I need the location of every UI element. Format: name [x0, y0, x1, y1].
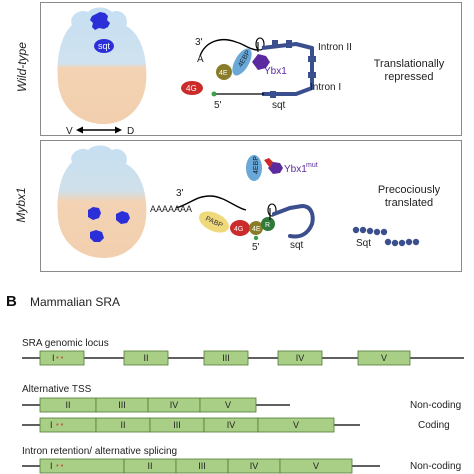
exon-label: I — [52, 353, 55, 363]
gene-row-coding: * * — [39, 417, 335, 433]
wt-a-label: A — [197, 54, 204, 65]
pabp-factor — [199, 211, 229, 233]
mutant-embryo — [57, 145, 147, 258]
wt-3prime-label: 3' — [195, 37, 203, 48]
retention-dots: * * — [56, 356, 64, 363]
mut-3prime-label: 3' — [176, 188, 184, 199]
axis-d-label: D — [127, 126, 134, 137]
exon-label: III — [173, 420, 181, 430]
mut-5prime-label: 5' — [252, 242, 260, 253]
wt-ybx1-label: Ybx1 — [264, 66, 287, 77]
mut-eif4g-factor — [230, 220, 250, 236]
rna-3prime-strand — [199, 38, 259, 57]
intron1-label: Intron I — [310, 82, 341, 93]
exon — [357, 350, 411, 366]
isoform-note: Non-coding — [410, 400, 461, 411]
wt-sqt-label: sqt — [272, 100, 286, 111]
exon — [123, 350, 169, 366]
svg-text:* *: * * — [56, 464, 64, 471]
svg-text:* *: * * — [56, 423, 64, 430]
mut-4ebp-label: 4EBP — [253, 156, 260, 174]
isoform-note: Non-coding — [410, 461, 461, 472]
mut-eif4e-factor — [249, 221, 263, 235]
exon-label: I — [50, 461, 53, 471]
isoform-note: Coding — [418, 420, 450, 431]
sqt-protein — [352, 226, 420, 247]
mut-sqt-label: sqt — [290, 240, 304, 251]
sqt-rna-cluster — [90, 12, 110, 30]
wildtype-rna-diagram — [181, 37, 316, 98]
mut-r-factor — [261, 217, 275, 231]
exon-label: III — [118, 400, 126, 410]
ybx1-mut-label: Ybx1 — [284, 164, 307, 175]
ybx1-mut-factor — [268, 162, 283, 174]
eif4g-factor — [181, 81, 203, 95]
wt-4g-label: 4G — [186, 84, 197, 93]
mut-4g-label: 4G — [234, 226, 243, 233]
exon — [277, 350, 323, 366]
gene-row-genomic: * * — [39, 350, 411, 366]
exon — [39, 350, 85, 366]
wt-5prime-label: 5' — [214, 100, 222, 111]
mut-4e-label: 4E — [252, 226, 261, 233]
exon-label: II — [143, 353, 148, 363]
polya-label: AAAAAAA — [150, 204, 192, 214]
ybx1-factor — [252, 54, 270, 70]
exon-label: III — [198, 461, 206, 471]
wildtype-status: Translationally repressed — [373, 58, 445, 83]
mutant-rna-diagram — [175, 155, 420, 247]
exon-label: IV — [227, 420, 236, 430]
exon-label: V — [381, 353, 387, 363]
mutant-status: Precociously translated — [377, 184, 441, 209]
eif4e-factor — [216, 64, 232, 80]
cap-5prime — [211, 91, 217, 97]
eif4ebp-factor — [232, 48, 252, 76]
free-eif4ebp — [246, 155, 262, 181]
sqt-protein-label: Sqt — [356, 238, 371, 249]
vd-axis-arrow — [76, 126, 122, 134]
exon-label: IV — [250, 461, 259, 471]
gene-row-alt-tss — [39, 397, 257, 413]
row-label: Alternative TSS — [22, 384, 92, 395]
sqt-rna-cluster — [90, 230, 104, 242]
row-label: Intron retention/ alternative splicing — [22, 446, 177, 457]
stem-loop — [255, 37, 265, 52]
panel-b-letter: B — [6, 293, 17, 310]
exon — [203, 350, 249, 366]
exon-label: II — [65, 400, 70, 410]
wildtype-embryo — [57, 7, 147, 124]
ybx1-mut-superscript: mut — [306, 162, 318, 169]
sqt-rna-cluster — [116, 211, 130, 224]
intron2-label: Intron II — [318, 42, 352, 53]
sqt-rna-cluster — [88, 207, 101, 220]
embryo-sqt-label: sqt — [98, 41, 111, 51]
exon-label: II — [147, 461, 152, 471]
axis-v-label: V — [66, 126, 73, 137]
sqt-rna-cluster — [94, 39, 114, 53]
exon-label: V — [293, 420, 299, 430]
gene-row-intron-retention: * * — [39, 458, 353, 474]
exon-label: III — [222, 353, 230, 363]
mut-r-label: R — [265, 222, 270, 229]
exon-label: IV — [296, 353, 305, 363]
exon-label: V — [225, 400, 231, 410]
exon-label: IV — [170, 400, 179, 410]
row-label: SRA genomic locus — [22, 338, 109, 349]
exon-label: I — [50, 420, 53, 430]
exon-label: II — [120, 420, 125, 430]
wt-4e-label: 4E — [219, 70, 228, 77]
panel-b-title: Mammalian SRA — [30, 295, 120, 309]
exon-label: V — [313, 461, 319, 471]
